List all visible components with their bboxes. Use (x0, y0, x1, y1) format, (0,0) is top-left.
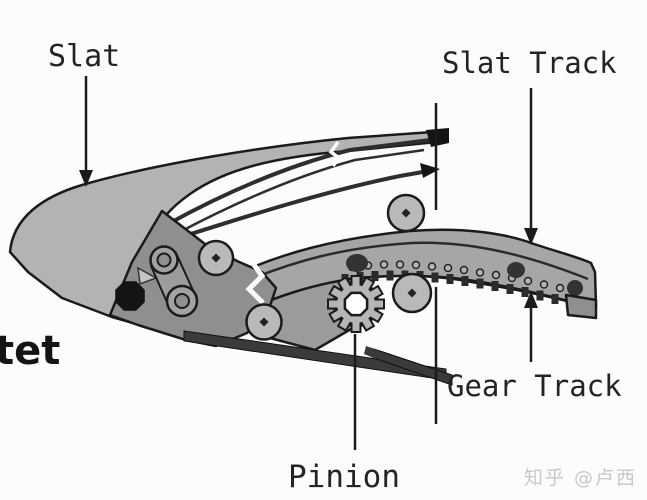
slat-label: Slat (48, 39, 120, 74)
rack-stops (346, 254, 583, 296)
slat-track-arrowhead (524, 228, 538, 245)
fitting-notch (137, 266, 158, 286)
rack-baseline (344, 274, 579, 305)
pinion-bore (343, 291, 369, 317)
gear-track-arrowhead (524, 291, 538, 308)
gear-track-label: Gear Track (447, 369, 622, 403)
callout-lines (79, 76, 538, 450)
link-pin-lower (165, 284, 199, 318)
left-partial-text: tet (0, 328, 60, 374)
watermark: 知乎 @卢西 (524, 467, 637, 489)
slat-fitting (108, 209, 278, 348)
aft-arm-tip (420, 163, 440, 178)
fitting-break-line (245, 260, 266, 305)
pinion-label: Pinion (288, 459, 400, 495)
rod-step (364, 346, 378, 359)
pinion-gear (327, 275, 385, 333)
slat-arrowhead (79, 170, 93, 187)
roller-center-marks (211, 208, 417, 327)
track-end-foot (564, 293, 598, 320)
slat-track-label: Slat Track (442, 46, 617, 80)
pivot-block (115, 281, 145, 311)
link-pin-upper (149, 245, 179, 275)
tail-break-notch (328, 140, 342, 168)
track-flange-line (229, 241, 589, 290)
slat-aft-web-lines (167, 138, 435, 242)
slat-tail-tip (426, 128, 449, 147)
